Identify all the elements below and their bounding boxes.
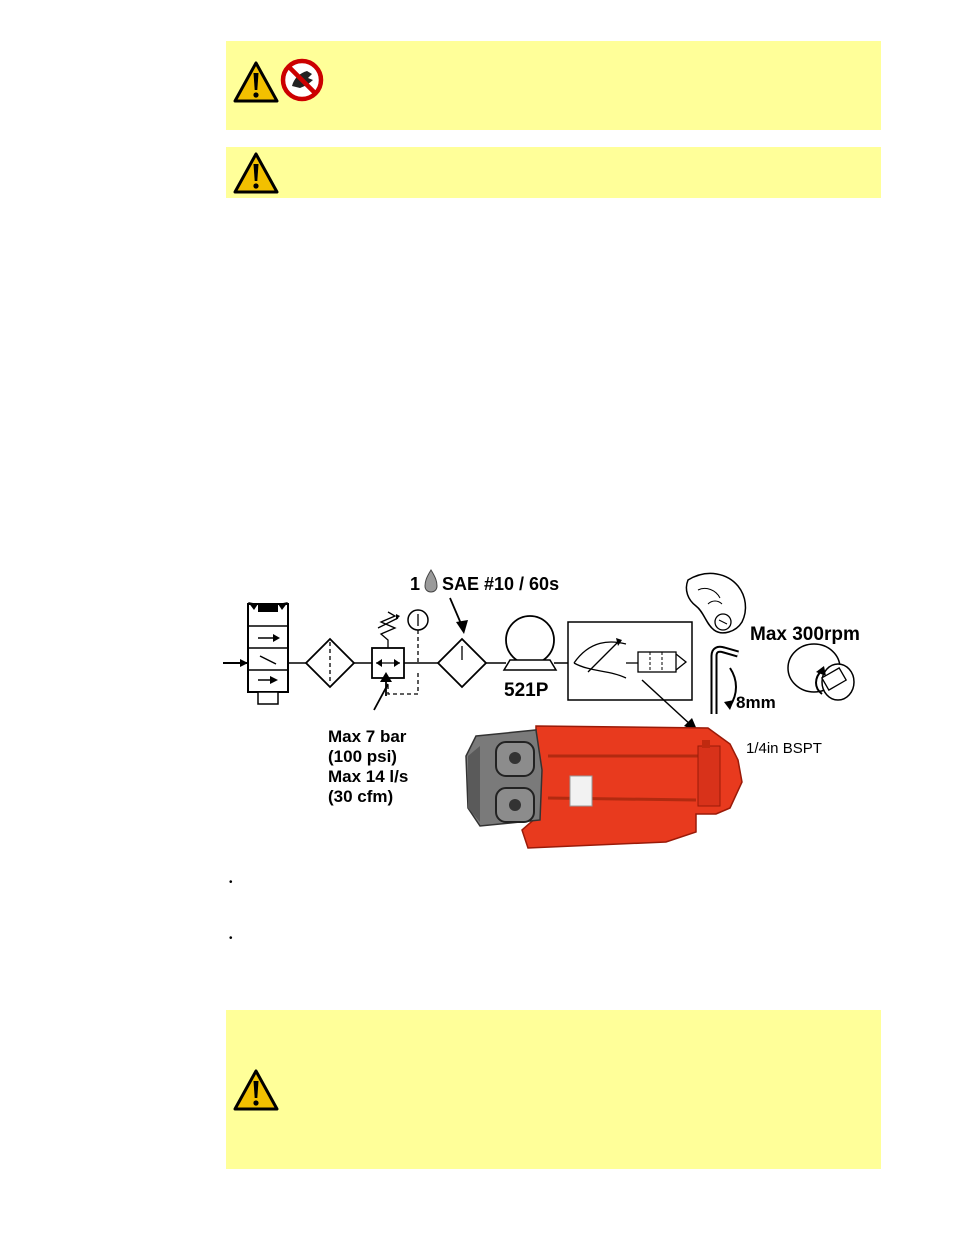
list-bullet: •: [229, 877, 233, 888]
air-motor-photo: [465, 725, 743, 849]
warning-triangle-icon: [233, 152, 279, 194]
warning-box-2: [226, 147, 881, 198]
exhaust-silencer-symbol: [567, 621, 693, 701]
warning-box-3: [226, 1010, 881, 1169]
oil-spec-label: SAE #10 / 60s: [442, 574, 559, 594]
list-bullet: •: [229, 933, 233, 944]
air-spec-line-1: Max 7 bar: [328, 727, 407, 746]
lubrication-count: 1: [410, 574, 420, 594]
max-speed-label: Max 300rpm: [750, 624, 860, 645]
warning-box-1: [226, 41, 881, 130]
air-motor-symbol: [502, 615, 568, 671]
rotation-speed-icon: [787, 643, 855, 701]
hex-key-icon: [710, 645, 739, 714]
air-spec-line-4: (30 cfm): [328, 787, 393, 806]
no-hands-prohibition-icon: [280, 58, 324, 102]
oil-drop-icon: [424, 569, 438, 593]
wrench-size-label: 8mm: [736, 693, 776, 712]
filter-symbol: [304, 637, 356, 689]
warning-triangle-icon: [233, 61, 279, 103]
air-spec-line-3: Max 14 l/s: [328, 767, 408, 786]
port-thread-label: 1/4in BSPT: [746, 740, 822, 757]
air-spec-line-2: (100 psi): [328, 747, 397, 766]
motor-model-label: 521P: [504, 680, 549, 701]
lubricator-symbol: [436, 637, 488, 689]
warning-triangle-icon: [233, 1069, 279, 1111]
installation-diagram: 1 SAE #10 / 60s 521P Max 300rpm 8mm 1/4i…: [223, 569, 860, 849]
hand-oiling-icon: [685, 572, 747, 634]
shutoff-valve-symbol: [247, 602, 289, 705]
pressure-gauge-symbol: [407, 609, 429, 663]
